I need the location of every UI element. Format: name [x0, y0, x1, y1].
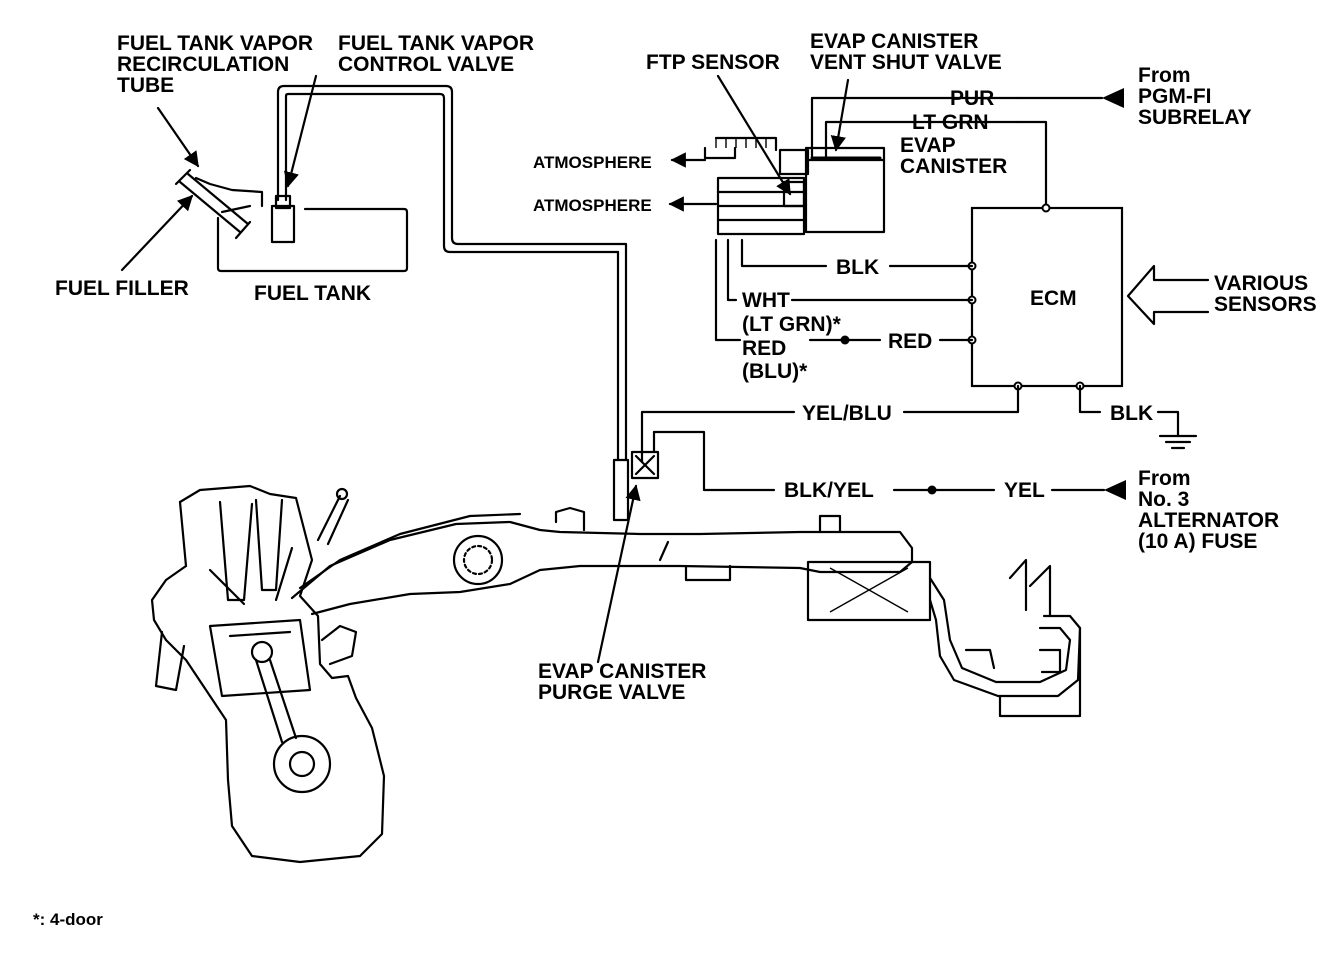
svg-text:SUBRELAY: SUBRELAY — [1138, 106, 1252, 129]
label-wire-red-right: RED — [888, 330, 932, 353]
label-wire-wht: WHT (LT GRN)* — [742, 289, 842, 336]
svg-text:WHT: WHT — [742, 289, 790, 312]
svg-text:EVAP: EVAP — [900, 134, 956, 157]
svg-text:CANISTER: CANISTER — [900, 155, 1007, 178]
label-fuel-tank-vapor-control-valve: FUEL TANK VAPOR CONTROL VALVE — [338, 32, 534, 76]
svg-text:(LT GRN)*: (LT GRN)* — [742, 313, 842, 336]
vent-shut-valve-connector — [810, 96, 1020, 162]
label-from-alternator-fuse: From No. 3 ALTERNATOR (10 A) FUSE — [1138, 467, 1279, 553]
label-fuel-tank: FUEL TANK — [254, 282, 371, 305]
label-evap-canister: EVAP CANISTER — [900, 134, 1007, 178]
label-fuel-tank-vapor-recirculation-tube: FUEL TANK VAPOR RECIRCULATION TUBE — [117, 32, 313, 97]
fuel-filler-neck — [174, 168, 264, 240]
svg-text:(BLU)*: (BLU)* — [742, 360, 808, 383]
atmosphere-arrows — [668, 152, 718, 212]
svg-text:FUEL TANK VAPOR: FUEL TANK VAPOR — [117, 32, 313, 55]
fuel-tank-drawing — [216, 194, 409, 273]
label-ftp-sensor: FTP SENSOR — [646, 51, 780, 74]
svg-text:EVAP CANISTER: EVAP CANISTER — [810, 30, 978, 53]
wire-wht — [726, 238, 974, 302]
evap-canister-drawing — [703, 136, 886, 236]
throttle-linkage — [316, 487, 350, 546]
svg-text:FUEL TANK VAPOR: FUEL TANK VAPOR — [338, 32, 534, 55]
label-evap-canister-purge-valve: EVAP CANISTER PURGE VALVE — [538, 660, 706, 704]
svg-text:VARIOUS: VARIOUS — [1214, 272, 1308, 295]
label-atmosphere-top: ATMOSPHERE — [533, 153, 652, 172]
purge-valve-drawing — [612, 430, 776, 522]
svg-text:ALTERNATOR: ALTERNATOR — [1138, 509, 1279, 532]
air-box-and-duct — [806, 558, 1082, 718]
wire-red — [714, 238, 974, 345]
svg-text:TUBE: TUBE — [117, 74, 174, 97]
label-ecm: ECM — [1030, 287, 1077, 310]
svg-text:VENT SHUT VALVE: VENT SHUT VALVE — [810, 51, 1002, 74]
svg-text:PGM-FI: PGM-FI — [1138, 85, 1212, 108]
intake-manifold — [290, 506, 914, 616]
svg-text:CONTROL VALVE: CONTROL VALVE — [338, 53, 514, 76]
svg-text:PURGE VALVE: PURGE VALVE — [538, 681, 685, 704]
label-various-sensors: VARIOUS SENSORS — [1214, 272, 1317, 316]
wire-pur — [1016, 88, 1124, 108]
canister-to-purge-line — [616, 242, 628, 462]
svg-text:(10 A) FUSE: (10 A) FUSE — [1138, 530, 1257, 553]
label-from-pgm-fi-subrelay: From PGM-FI SUBRELAY — [1138, 64, 1252, 129]
engine-block — [150, 484, 386, 864]
wire-blk-ecm — [740, 238, 974, 268]
label-wire-blk-ground: BLK — [1110, 402, 1153, 425]
various-sensors-arrow — [1126, 264, 1210, 326]
svg-text:SENSORS: SENSORS — [1214, 293, 1317, 316]
footnote: *: 4-door — [33, 910, 103, 929]
wire-lt-grn — [1016, 120, 1048, 210]
svg-text:From: From — [1138, 64, 1191, 87]
label-wire-blk-yel: BLK/YEL — [784, 479, 874, 502]
label-wire-red-left: RED (BLU)* — [742, 337, 808, 383]
label-fuel-filler: FUEL FILLER — [55, 277, 189, 300]
wire-blk-yel — [892, 480, 1126, 500]
label-wire-yel: YEL — [1004, 479, 1045, 502]
label-wire-blk: BLK — [836, 256, 879, 279]
svg-text:No. 3: No. 3 — [1138, 488, 1189, 511]
label-atmosphere-bottom: ATMOSPHERE — [533, 196, 652, 215]
label-evap-canister-vent-shut-valve: EVAP CANISTER VENT SHUT VALVE — [810, 30, 1002, 74]
wire-yel-blu — [640, 384, 1020, 464]
vapor-line-tank-to-canister — [276, 84, 622, 254]
label-wire-yel-blu: YEL/BLU — [802, 402, 892, 425]
wire-blk-ground — [1078, 384, 1198, 450]
label-wire-lt-grn: LT GRN — [912, 111, 989, 134]
svg-text:RECIRCULATION: RECIRCULATION — [117, 53, 289, 76]
label-wire-pur: PUR — [950, 87, 994, 110]
ecm-box — [967, 203, 1124, 391]
leader-lines — [120, 74, 850, 664]
svg-text:From: From — [1138, 467, 1191, 490]
svg-text:RED: RED — [742, 337, 786, 360]
svg-text:EVAP CANISTER: EVAP CANISTER — [538, 660, 706, 683]
